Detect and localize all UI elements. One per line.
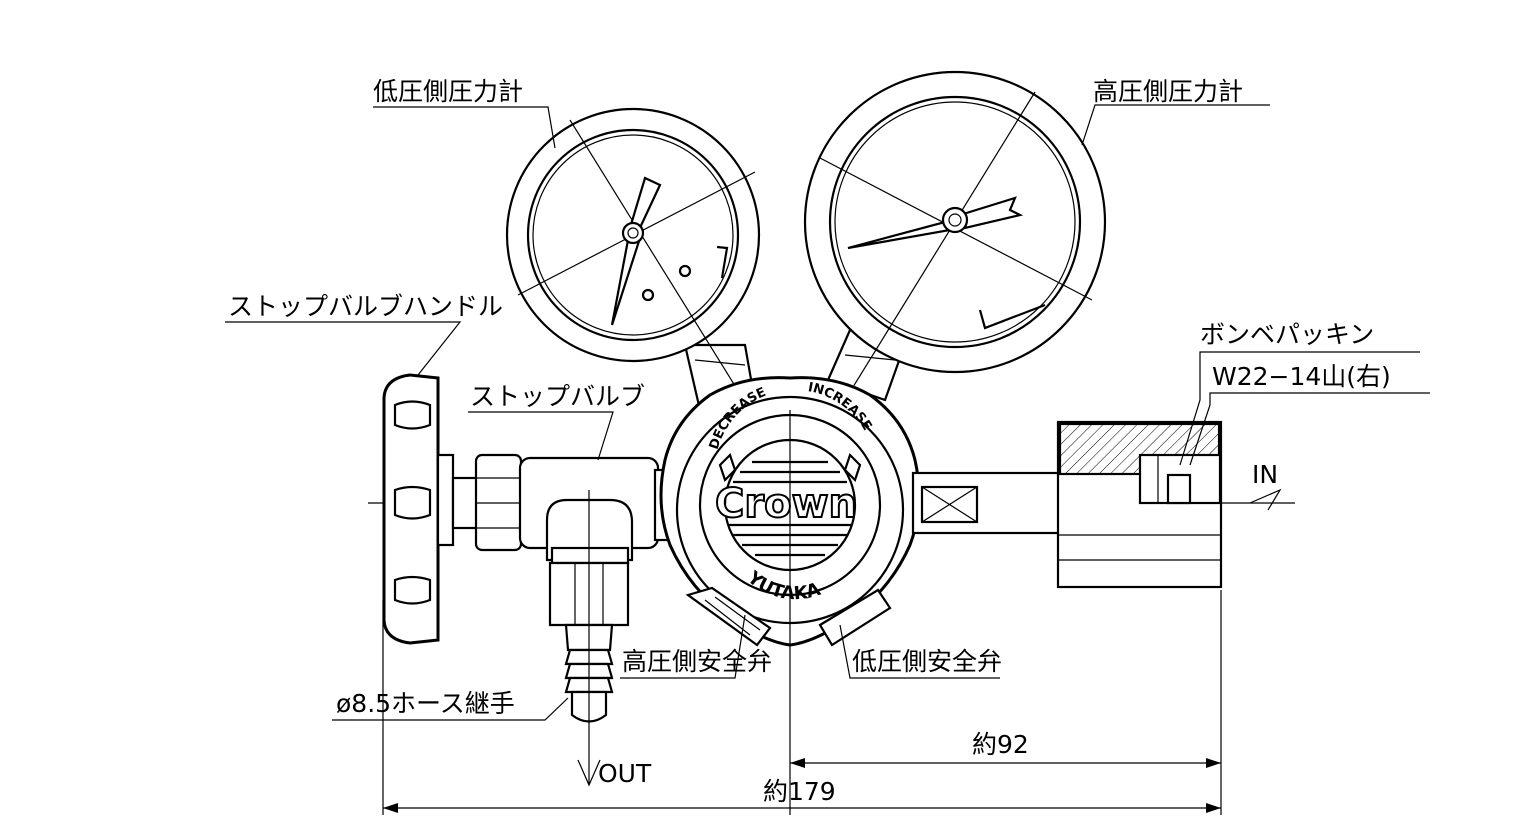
label-low-safety-valve: 低圧側安全弁 [852,647,1002,676]
low-safety-valve-shape [818,588,892,647]
label-thread-spec: W22−14山(右) [1212,362,1391,391]
inlet-nut [1056,420,1223,589]
label-outlet: OUT [598,759,652,788]
label-stop-valve: ストップバルブ [470,382,645,411]
knob-brand: Crown [715,481,857,527]
dimension-center-to-inlet: 約92 [972,730,1029,759]
stop-valve-stem [451,476,480,530]
label-high-pressure-gauge: 高圧側圧力計 [1093,77,1243,106]
dimension-lines [382,488,1282,815]
dimension-overall-width: 約179 [763,777,836,806]
stop-valve-handle-shape [382,373,455,645]
high-pressure-gauge-shape [803,70,1107,402]
label-high-safety-valve: 高圧側安全弁 [622,647,772,676]
label-stop-valve-handle: ストップバルブハンドル [228,292,503,321]
label-cylinder-packing: ボンベパッキン [1200,320,1374,349]
high-safety-valve-shape [685,586,772,647]
label-inlet: IN [1252,460,1278,489]
label-low-pressure-gauge: 低圧側圧力計 [373,77,523,106]
leader-lines [225,104,1430,785]
label-hose-fitting: ø8.5ホース継手 [336,689,515,718]
regulator-knob: Crown DECREASE INCREASE YUTAKA [659,376,921,815]
low-pressure-gauge-shape [505,107,761,412]
stop-valve-nut [474,453,523,552]
inlet-stem [911,471,1065,535]
